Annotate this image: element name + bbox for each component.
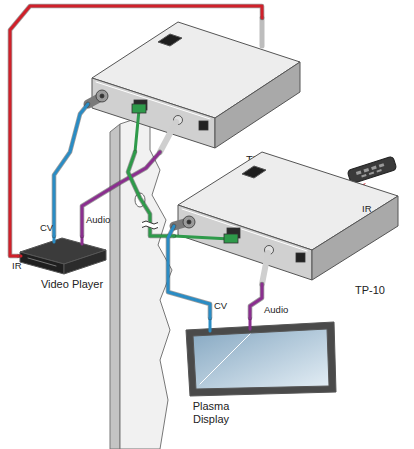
device-outline xyxy=(174,148,402,284)
remote-button xyxy=(379,163,385,167)
cv-plug xyxy=(209,318,212,331)
device-label: Plasma Display xyxy=(184,400,238,426)
bnc-connector xyxy=(96,90,108,102)
cable-label: CV xyxy=(214,300,227,311)
cable-label: Audio xyxy=(86,214,110,225)
signal-label: IR xyxy=(362,203,372,214)
signal-cable xyxy=(250,284,262,318)
screen-glare xyxy=(200,334,250,384)
cable-break-mark xyxy=(142,226,158,229)
cable-label: CV xyxy=(40,222,53,233)
cable-casing xyxy=(250,284,262,318)
device-label: TP-10 xyxy=(350,284,390,297)
device-label: Video Player xyxy=(32,278,112,291)
cable-casing xyxy=(168,226,210,318)
bnc-connector xyxy=(183,216,195,228)
player-side xyxy=(64,250,106,274)
cable-break-mark xyxy=(142,221,158,224)
remote-body xyxy=(347,156,397,184)
rca-plug xyxy=(160,122,176,152)
video-player: Video Player xyxy=(18,236,108,276)
terminal-block xyxy=(224,234,238,243)
terminal-cable xyxy=(135,110,139,152)
wall-edge xyxy=(110,124,120,449)
terminal-block xyxy=(132,104,146,113)
brand-logo xyxy=(158,34,182,46)
tp10-receiver: TP-10 xyxy=(174,148,402,284)
device-edge-highlight xyxy=(182,209,307,251)
cv-plug xyxy=(53,236,56,242)
cable-break-gap xyxy=(142,224,158,227)
cable-casing xyxy=(82,152,160,236)
device-outline xyxy=(184,318,340,398)
display-frame xyxy=(186,322,336,396)
signal-cable xyxy=(128,152,174,236)
wall-hole xyxy=(135,193,145,207)
dc-socket xyxy=(199,121,208,130)
bnc-pin xyxy=(100,94,104,98)
tp9-transmitter: TP-9 xyxy=(88,18,304,152)
remote-button xyxy=(371,166,377,170)
mini-jack-plug xyxy=(260,18,265,46)
signal-cable xyxy=(54,104,88,236)
signal-cable xyxy=(168,226,210,318)
signal-cable xyxy=(82,152,160,236)
device-outline xyxy=(18,236,108,276)
cable-casing xyxy=(10,6,262,256)
player-front xyxy=(20,252,64,274)
plasma-display: Plasma Display xyxy=(184,318,340,398)
disc-slot xyxy=(28,258,56,266)
brand-logo xyxy=(242,166,266,178)
audio-plug xyxy=(249,318,252,329)
remote-control xyxy=(347,156,397,184)
remote-button xyxy=(376,169,381,172)
wall-face xyxy=(120,114,172,449)
cable-casing xyxy=(54,104,88,236)
remote-button xyxy=(363,168,369,172)
cable-label: Audio xyxy=(264,304,288,315)
device-front xyxy=(178,205,312,280)
rca-plug xyxy=(262,253,268,284)
device-front xyxy=(92,78,215,148)
device-side xyxy=(312,196,398,280)
device-edge-highlight xyxy=(96,82,210,119)
device-side xyxy=(215,62,300,148)
signal-cable xyxy=(10,6,262,256)
cable-casing xyxy=(128,152,174,236)
ir-plug xyxy=(18,255,21,258)
remote-button xyxy=(369,172,374,175)
dc-socket xyxy=(296,253,305,262)
remote-button xyxy=(356,171,362,175)
display-screen xyxy=(193,329,329,389)
remote-button xyxy=(361,174,366,177)
audio-plug xyxy=(81,236,84,244)
bnc-pin xyxy=(187,220,191,224)
terminal-cable xyxy=(174,236,230,239)
cable-label: IR xyxy=(12,260,22,271)
device-outline xyxy=(88,18,304,152)
